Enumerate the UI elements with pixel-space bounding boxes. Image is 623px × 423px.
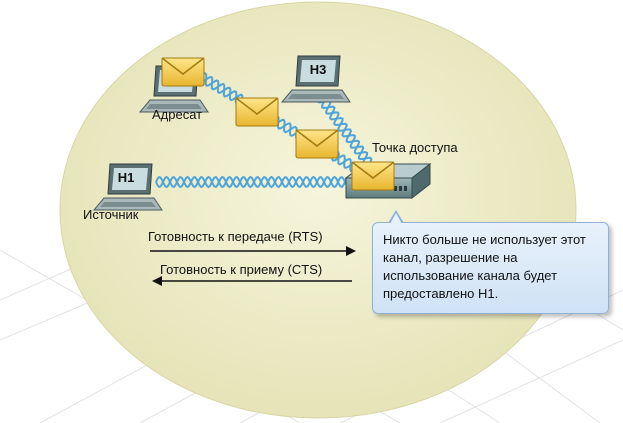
rts-label: Готовность к передаче (RTS) [148,229,323,244]
envelope-icon [161,57,205,87]
wave-h3-to-ap-b [319,94,377,166]
wave-h1-to-ap-b [155,175,352,189]
destination-label: Адресат [152,107,203,122]
callout-text: Никто больше не использует этот канал, р… [383,232,586,301]
laptop-h3-icon[interactable] [280,55,351,103]
host1-screen-label: H1 [117,170,135,185]
envelope-icon [351,161,395,191]
envelope-icon [235,97,279,127]
callout-box: Никто больше не использует этот канал, р… [372,222,609,314]
laptop-h1-icon[interactable] [92,163,163,211]
access-point-label: Точка доступа [372,140,458,155]
envelope-icon [295,129,339,159]
cts-arrow [152,276,352,286]
rts-arrow [150,246,356,256]
cts-label: Готовность к приему (CTS) [160,262,323,277]
wave-dest-to-ap [198,75,361,177]
host3-screen-label: H3 [309,62,327,77]
callout-pointer-inner [390,213,402,224]
wave-h3-to-ap [316,95,373,172]
source-label: Источник [83,207,139,222]
